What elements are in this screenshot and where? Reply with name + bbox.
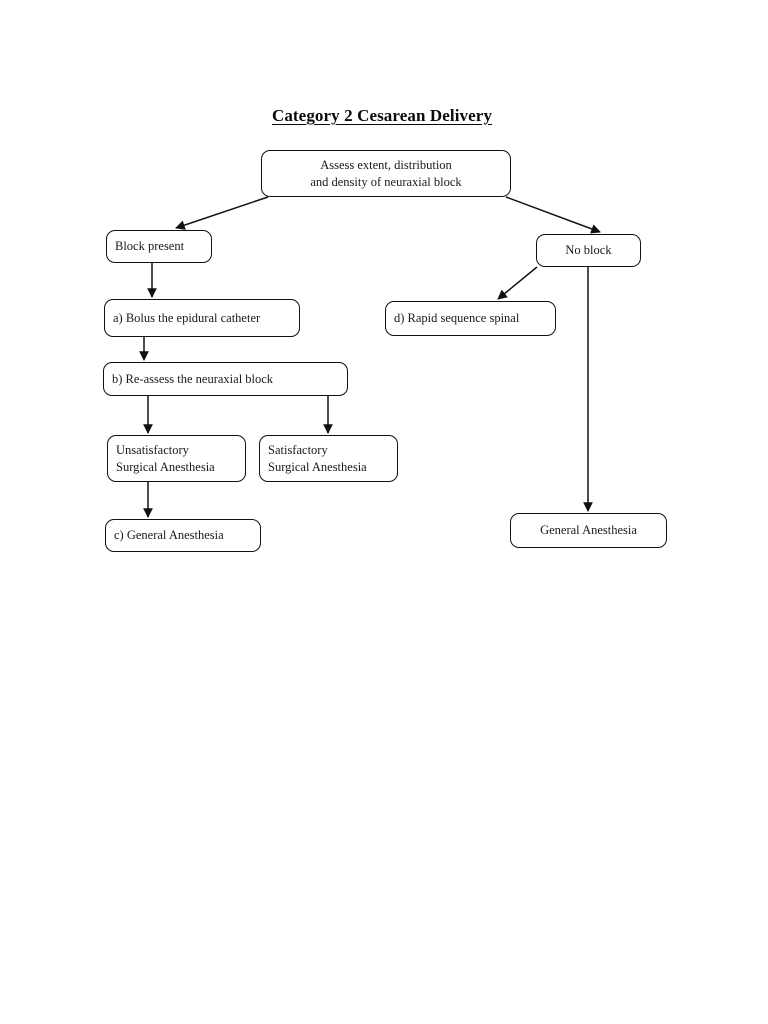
node-line: b) Re-assess the neuraxial block	[112, 371, 274, 386]
node-reassess-neuraxial-block: b) Re-assess the neuraxial block	[103, 362, 348, 396]
page-title: Category 2 Cesarean Delivery	[271, 106, 493, 125]
node-line: Block present	[115, 239, 185, 254]
edge-assess-to-block-present	[175, 196, 269, 230]
node-assess-neuraxial-block: Assess extent, distribution and density …	[261, 150, 511, 197]
node-line: c) General Anesthesia	[114, 528, 224, 543]
node-line: General Anesthesia	[540, 523, 637, 538]
node-bolus-epidural-catheter: a) Bolus the epidural catheter	[104, 299, 300, 337]
node-line: and density of neuraxial block	[310, 174, 462, 189]
node-line: Surgical Anesthesia	[116, 459, 215, 474]
node-line: d) Rapid sequence spinal	[394, 311, 520, 326]
node-line: Unsatisfactory	[116, 443, 189, 457]
node-satisfactory-surgical-anesthesia: Satisfactory Surgical Anesthesia	[259, 435, 398, 482]
node-line: Surgical Anesthesia	[268, 459, 367, 474]
node-rapid-sequence-spinal: d) Rapid sequence spinal	[385, 301, 556, 336]
edge-assess-to-no-block	[505, 196, 601, 234]
node-unsatisfactory-surgical-anesthesia: Unsatisfactory Surgical Anesthesia	[107, 435, 246, 482]
edge-no-block-to-rapid-sequence-spinal	[497, 266, 538, 300]
node-line: a) Bolus the epidural catheter	[113, 310, 261, 325]
node-line: Satisfactory	[268, 443, 328, 457]
node-no-block: No block	[536, 234, 641, 267]
node-line: No block	[565, 243, 612, 258]
node-block-present: Block present	[106, 230, 212, 263]
node-general-anesthesia-c: c) General Anesthesia	[105, 519, 261, 552]
node-line: Assess extent, distribution	[320, 158, 452, 172]
node-general-anesthesia: General Anesthesia	[510, 513, 667, 548]
